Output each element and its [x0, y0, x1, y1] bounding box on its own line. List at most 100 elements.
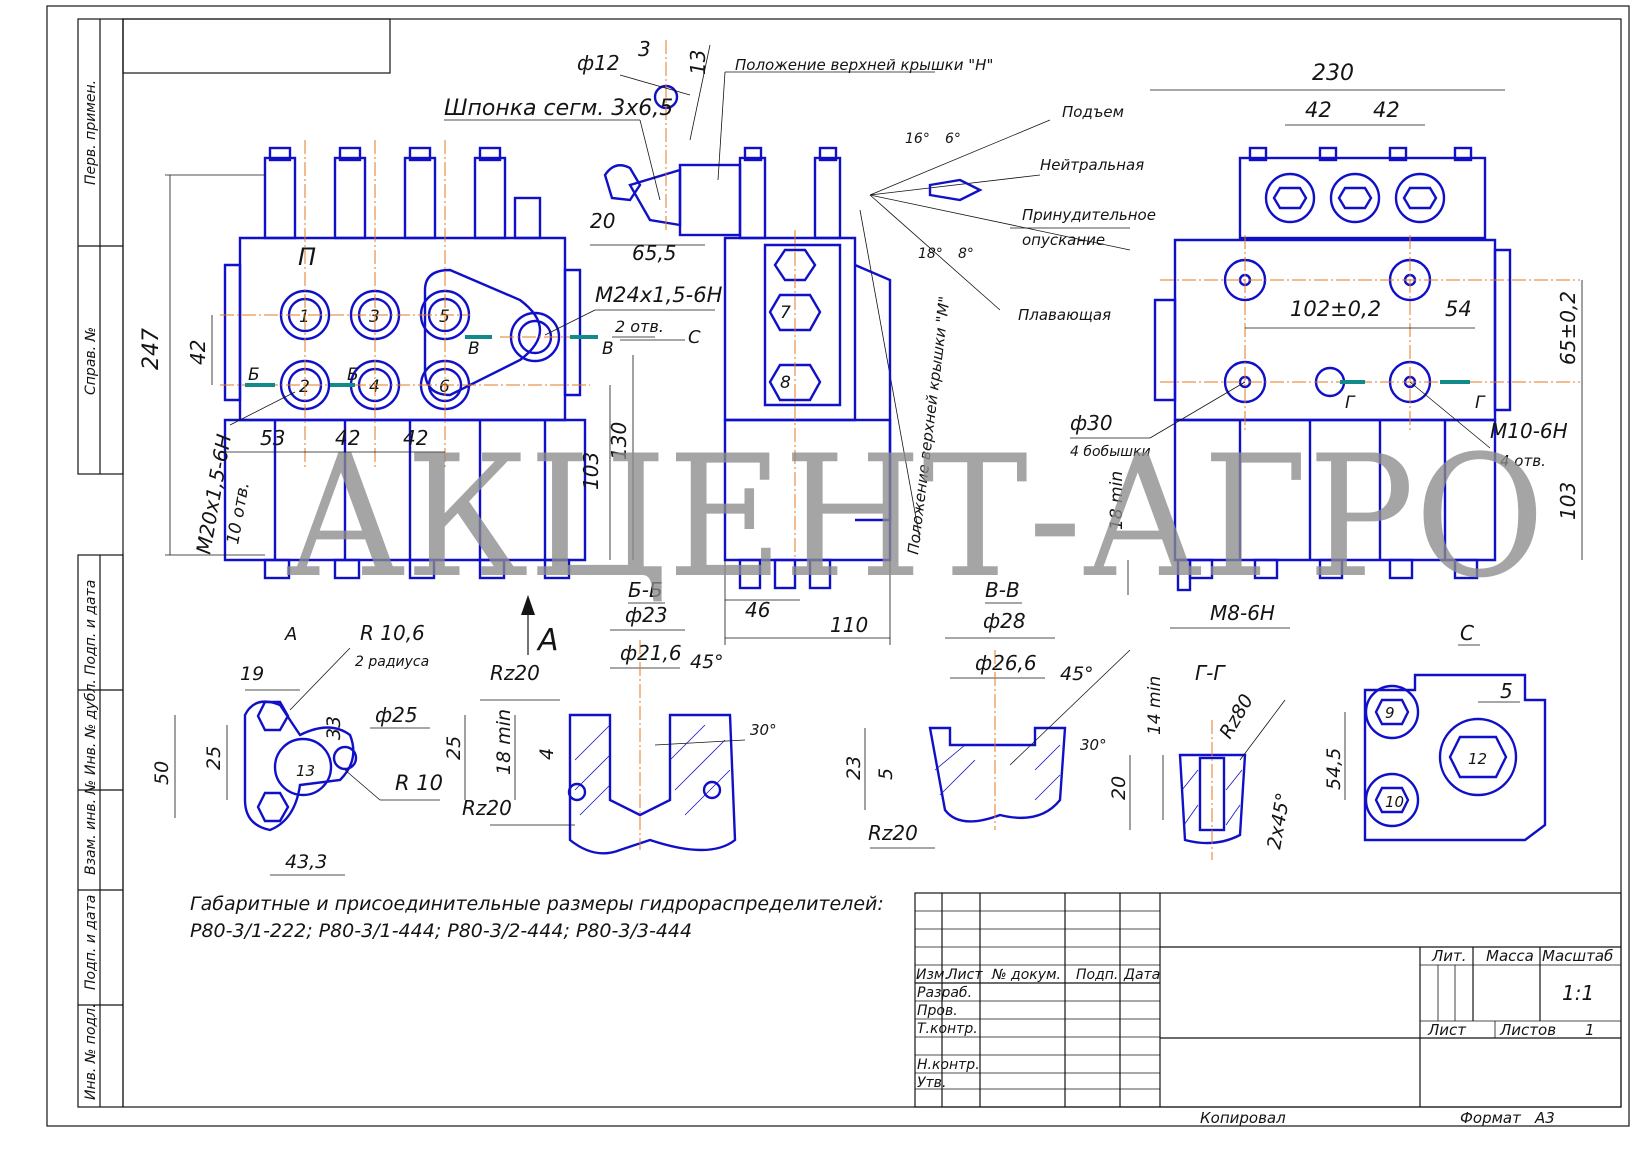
dim-18-min: 18 min [1107, 471, 1127, 530]
sheet-frame [46, 5, 1630, 1127]
spool-number: 8 [780, 373, 791, 393]
dim-247: 247 [139, 328, 164, 370]
angle-label: 8° [958, 246, 974, 262]
tb-header: № докум. [991, 967, 1061, 983]
hatching-gg [1181, 769, 1243, 826]
dim-54-5: 54,5 [1323, 748, 1345, 790]
bosses-note: 4 бобышки [1070, 444, 1151, 460]
footer-format-label: Формат [1460, 1109, 1522, 1127]
spool-number: 7 [780, 303, 791, 323]
dim-r10: R 10 [395, 771, 443, 795]
section-bb-title: Б-Б [628, 578, 663, 602]
dim-103: 103 [579, 452, 603, 490]
dim-42: 42 [403, 426, 428, 450]
thread-m8: М8-6Н [1210, 601, 1275, 625]
section-gg-title: Г-Г [1195, 661, 1226, 685]
strip-label: Инв. № дубл. [83, 679, 99, 775]
tb-row-label: Н.контр. [917, 1057, 980, 1073]
dim-42: 42 [1373, 98, 1400, 122]
dim-50: 50 [151, 761, 173, 785]
tb-sheets: Листов [1499, 1021, 1556, 1039]
tb-scale: 1:1 [1562, 981, 1594, 1005]
dim-42: 42 [186, 340, 210, 365]
dim-phi12: ф12 [577, 51, 620, 75]
dim-phi30: ф30 [1070, 411, 1113, 435]
tb-header: Дата [1123, 967, 1160, 983]
dim-43-3: 43,3 [285, 851, 327, 873]
dim-30-deg: 30° [750, 721, 777, 739]
rz20-label: Rz20 [490, 661, 540, 685]
port-number: 3 [369, 307, 380, 327]
position-label: Подъем [1062, 103, 1124, 121]
section-mark: В [468, 339, 480, 359]
section-vv: В-В ф28 ф26,6 45° 30° 23 5 Rz20 [843, 578, 1131, 849]
note-line: Габаритные и присоединительные размеры г… [190, 893, 884, 915]
dim-53: 53 [260, 426, 285, 450]
dim-45-deg: 45° [690, 651, 724, 673]
tb-row-label: Разраб. [917, 985, 972, 1001]
dim-46: 46 [745, 598, 770, 622]
section-gg: Г-Г 14 min Rz80 20 2х45° [1108, 661, 1295, 860]
strip-label: Справ. № [83, 327, 99, 395]
dim-65: 65±0,2 [1556, 291, 1580, 365]
tb-header: Изм. [916, 967, 949, 983]
dim-103: 103 [1556, 482, 1580, 520]
dim-42: 42 [335, 426, 360, 450]
tb-lit: Лит. [1431, 947, 1467, 965]
footer-format: А3 [1534, 1109, 1555, 1127]
section-vv-title: В-В [985, 578, 1020, 602]
dim-130: 130 [607, 422, 631, 460]
tb-row-label: Утв. [917, 1075, 946, 1091]
dim-19: 19 [240, 663, 264, 685]
view-a-detail: А 13 R 10,6 2 радиуса 19 33 ф25 25 50 R … [151, 621, 443, 876]
port-number: 10 [1385, 793, 1404, 811]
key-callout: Шпонка сегм. 3х6,5 [444, 96, 673, 121]
top-spools [263, 146, 542, 240]
port-number: 5 [439, 307, 450, 327]
section-mark: Б [347, 365, 359, 385]
port-number: 9 [1385, 704, 1395, 722]
tb-sheet: Лист [1427, 1021, 1467, 1039]
dim-230: 230 [1312, 61, 1354, 86]
hole-number: 13 [296, 762, 315, 780]
dim-4: 4 [536, 748, 558, 760]
angle-label: 16° [905, 131, 930, 147]
dim-54: 54 [1445, 297, 1472, 321]
section-mark: Г [1475, 393, 1486, 413]
dim-23: 23 [843, 756, 865, 780]
cover-letter: П [298, 243, 316, 271]
tb-row-label: Т.контр. [917, 1021, 978, 1037]
position-label: Плавающая [1018, 306, 1111, 324]
chamfer: 2х45° [1263, 791, 1295, 851]
port-number: 2 [299, 377, 310, 397]
notes: Габаритные и присоединительные размеры г… [190, 893, 884, 942]
strip-label: Перв. примен. [83, 80, 99, 185]
dim-phi28: ф28 [983, 609, 1026, 633]
thread-m24: М24х1,5-6Н [595, 283, 723, 307]
dim-5: 5 [1500, 679, 1513, 703]
dim-102: 102±0,2 [1290, 297, 1381, 321]
tb-row-label: Пров. [917, 1003, 958, 1019]
view-a-label: А [536, 623, 559, 658]
tb-header: Лист [946, 967, 983, 983]
dim-3: 3 [638, 37, 651, 61]
strip-label: Инв. № подл. [83, 1003, 99, 1100]
section-bb: Б-Б ф23 ф21,6 45° Rz20 Rz20 25 18 min 4 … [443, 578, 777, 855]
port-number: 1 [299, 307, 310, 327]
title-block: Изм. Лист № докум. Подп. Дата Разраб. Пр… [914, 892, 1622, 1108]
position-label: опускание [1022, 231, 1105, 249]
angle-label: 18° [918, 246, 943, 262]
section-mark: В [602, 339, 614, 359]
view-arrow-c: С [688, 327, 701, 348]
strip-label: Подп. и дата [83, 580, 99, 675]
rz20-label: Rz20 [868, 821, 918, 845]
tb-sheets-count: 1 [1585, 1021, 1595, 1039]
view-c: С 9 12 10 5 54,5 [1323, 621, 1547, 842]
port-number: 12 [1468, 750, 1487, 768]
tb-mass: Масса [1486, 947, 1534, 965]
dim-20: 20 [1108, 776, 1130, 800]
dim-33: 33 [323, 716, 345, 740]
holes-4: 4 отв. [1500, 452, 1546, 470]
dim-25: 25 [443, 736, 465, 760]
dim-5: 5 [875, 768, 897, 780]
